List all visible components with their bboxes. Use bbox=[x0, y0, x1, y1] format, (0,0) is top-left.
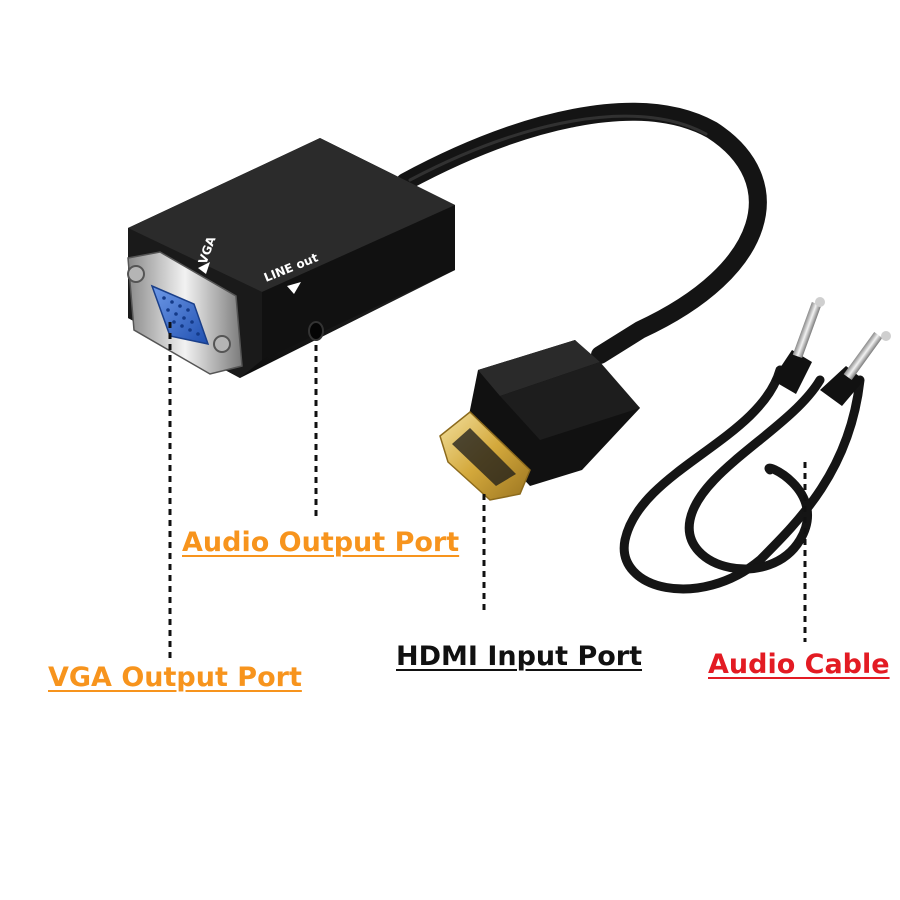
hdmi-cable bbox=[396, 102, 767, 364]
audio-output-port-label: Audio Output Port bbox=[182, 527, 460, 558]
audio-plug-left bbox=[772, 297, 825, 394]
vga-screw-top bbox=[127, 265, 145, 283]
audio-plug-right bbox=[820, 331, 891, 406]
vga-screw-bottom bbox=[213, 335, 231, 353]
vga-connector bbox=[127, 251, 243, 375]
vga-arrow-icon bbox=[198, 262, 210, 274]
hdmi-plug bbox=[439, 340, 640, 501]
line-out-arrow-icon bbox=[287, 282, 301, 294]
vga-output-port-label: VGA Output Port bbox=[48, 662, 302, 693]
audio-cable-label: Audio Cable bbox=[708, 649, 890, 680]
hdmi-input-port-label: HDMI Input Port bbox=[396, 641, 643, 672]
audio-cable-coil bbox=[619, 365, 865, 594]
audio-jack-port bbox=[308, 321, 324, 341]
